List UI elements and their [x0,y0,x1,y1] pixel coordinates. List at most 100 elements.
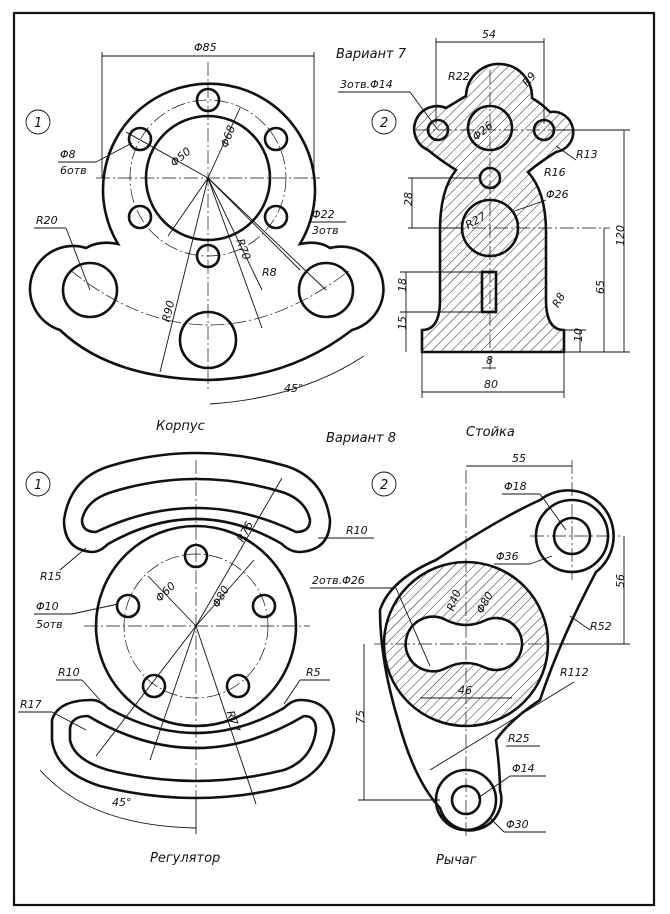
regulator-top-slot [80,477,312,534]
leader [207,177,263,329]
dim-d10-count: 5отв [36,618,63,631]
dim-r90: R90 [160,299,178,323]
caption-korpus: Корпус [156,419,205,434]
dim-d30: Φ30 [506,818,529,831]
leader [95,625,197,757]
angle-arc [39,769,197,829]
caption-stoika: Стойка [466,425,515,440]
dim-h120: 120 [614,225,627,246]
leader [167,177,209,237]
leader [409,91,439,131]
dim-a45: 45° [112,796,132,809]
dim-d22: Φ22 [312,208,335,221]
dim-w46: 46 [458,684,472,697]
dim-w8: 8 [486,354,493,367]
dim-r112: R112 [560,666,589,679]
leader [125,131,209,179]
leader [395,587,431,667]
dim-w55: 55 [512,452,526,465]
leader [477,775,511,799]
dim-d80: Φ80 [210,584,233,610]
part-number-circle [371,471,397,497]
dim-h56: 56 [614,574,627,588]
regulator-small-hole [115,593,141,619]
dim-d50: Φ50 [168,145,194,170]
leader [149,625,197,761]
regulator-small-hole [251,593,277,619]
dim-holes: 2отв.Φ26 [312,574,365,587]
dim-r25: R25 [508,732,530,745]
dim-r15: R15 [40,570,62,583]
leader [207,177,263,291]
dim-h18: 18 [396,278,409,292]
leader [555,145,577,161]
regulator-small-hole [141,673,167,699]
korpus-small-hole [263,204,289,230]
dim-d8: Φ8 [60,148,76,161]
korpus-drawing: 1 Φ85 Φ68 Φ50 Φ8 [25,41,385,434]
leader [429,681,575,771]
dim-r16: R16 [544,166,566,179]
leader [59,547,87,571]
leader [65,227,91,291]
leader [71,603,119,615]
leader [569,615,591,631]
leader [511,199,547,213]
dim-d14: Φ14 [512,762,535,775]
part-number-circle [25,109,51,135]
dim-r20: R20 [36,214,58,227]
dim-h28: 28 [402,192,415,206]
dim-d60: Φ60 [153,579,178,604]
dim-d22-count: 3отв [312,224,339,237]
dim-h75: 75 [354,710,367,724]
dim-r8: R8 [550,291,569,310]
regulator-top-arc [62,451,332,554]
leader [489,817,505,833]
dim-a45: 45° [284,382,304,395]
leader [195,477,283,627]
lug-centerline-arc [69,269,351,326]
leader [195,625,257,805]
leader [539,493,567,531]
rychag-drawing: 2 55 Φ18 Φ36 2отв.Φ26 R40 Φ80 56 R52 R11… [310,452,630,868]
leader [51,711,87,731]
dim-r17: R17 [20,698,42,711]
korpus-small-hole [263,126,289,152]
leader [81,679,101,701]
caption-regulator: Регулятор [150,851,220,866]
regulator-drawing: 1 R75 R10 R15 Φ60 Φ80 Φ10 5отв [18,451,374,866]
dim-r8: R8 [262,266,277,279]
leader [207,177,327,291]
variant-7-title: Вариант 7 [336,47,407,62]
dim-h15: 15 [396,316,409,330]
bolt-circle [123,553,269,699]
dim-r77: R77 [224,709,243,734]
korpus-lug-hole-left [61,261,119,319]
stoika-slot [480,270,498,314]
dim-d68: Φ68 [218,124,238,150]
dim-w54: 54 [482,28,496,41]
dim-h10: 10 [572,328,585,342]
dim-r22: R22 [448,70,470,83]
korpus-small-hole [127,126,153,152]
dim-r10b: R10 [58,666,80,679]
rychag-outline [378,489,615,832]
korpus-lug-hole-right [297,261,355,319]
dim-r75: R75 [234,519,256,544]
korpus-small-hole [127,204,153,230]
variant-8-title: Вариант 8 [326,431,396,446]
regulator-bottom-arc [50,698,336,800]
regulator-bottom-slot [68,714,318,783]
dim-holes: 3отв.Φ14 [340,78,393,91]
dim-d8-count: 6отв [60,164,87,177]
caption-rychag: Рычаг [436,853,477,868]
bolt-circle [129,99,287,257]
dim-d18: Φ18 [504,480,527,493]
dim-d10: Φ10 [36,600,59,613]
korpus-outline [28,82,385,382]
part-number-circle [25,471,51,497]
dim-d36: Φ36 [496,550,519,563]
stoika-drawing: 2 54 R22 R9 3отв.Φ14 Φ26 R13 R16 Φ26 R27… [338,28,630,440]
dim-w80: 80 [484,378,498,391]
